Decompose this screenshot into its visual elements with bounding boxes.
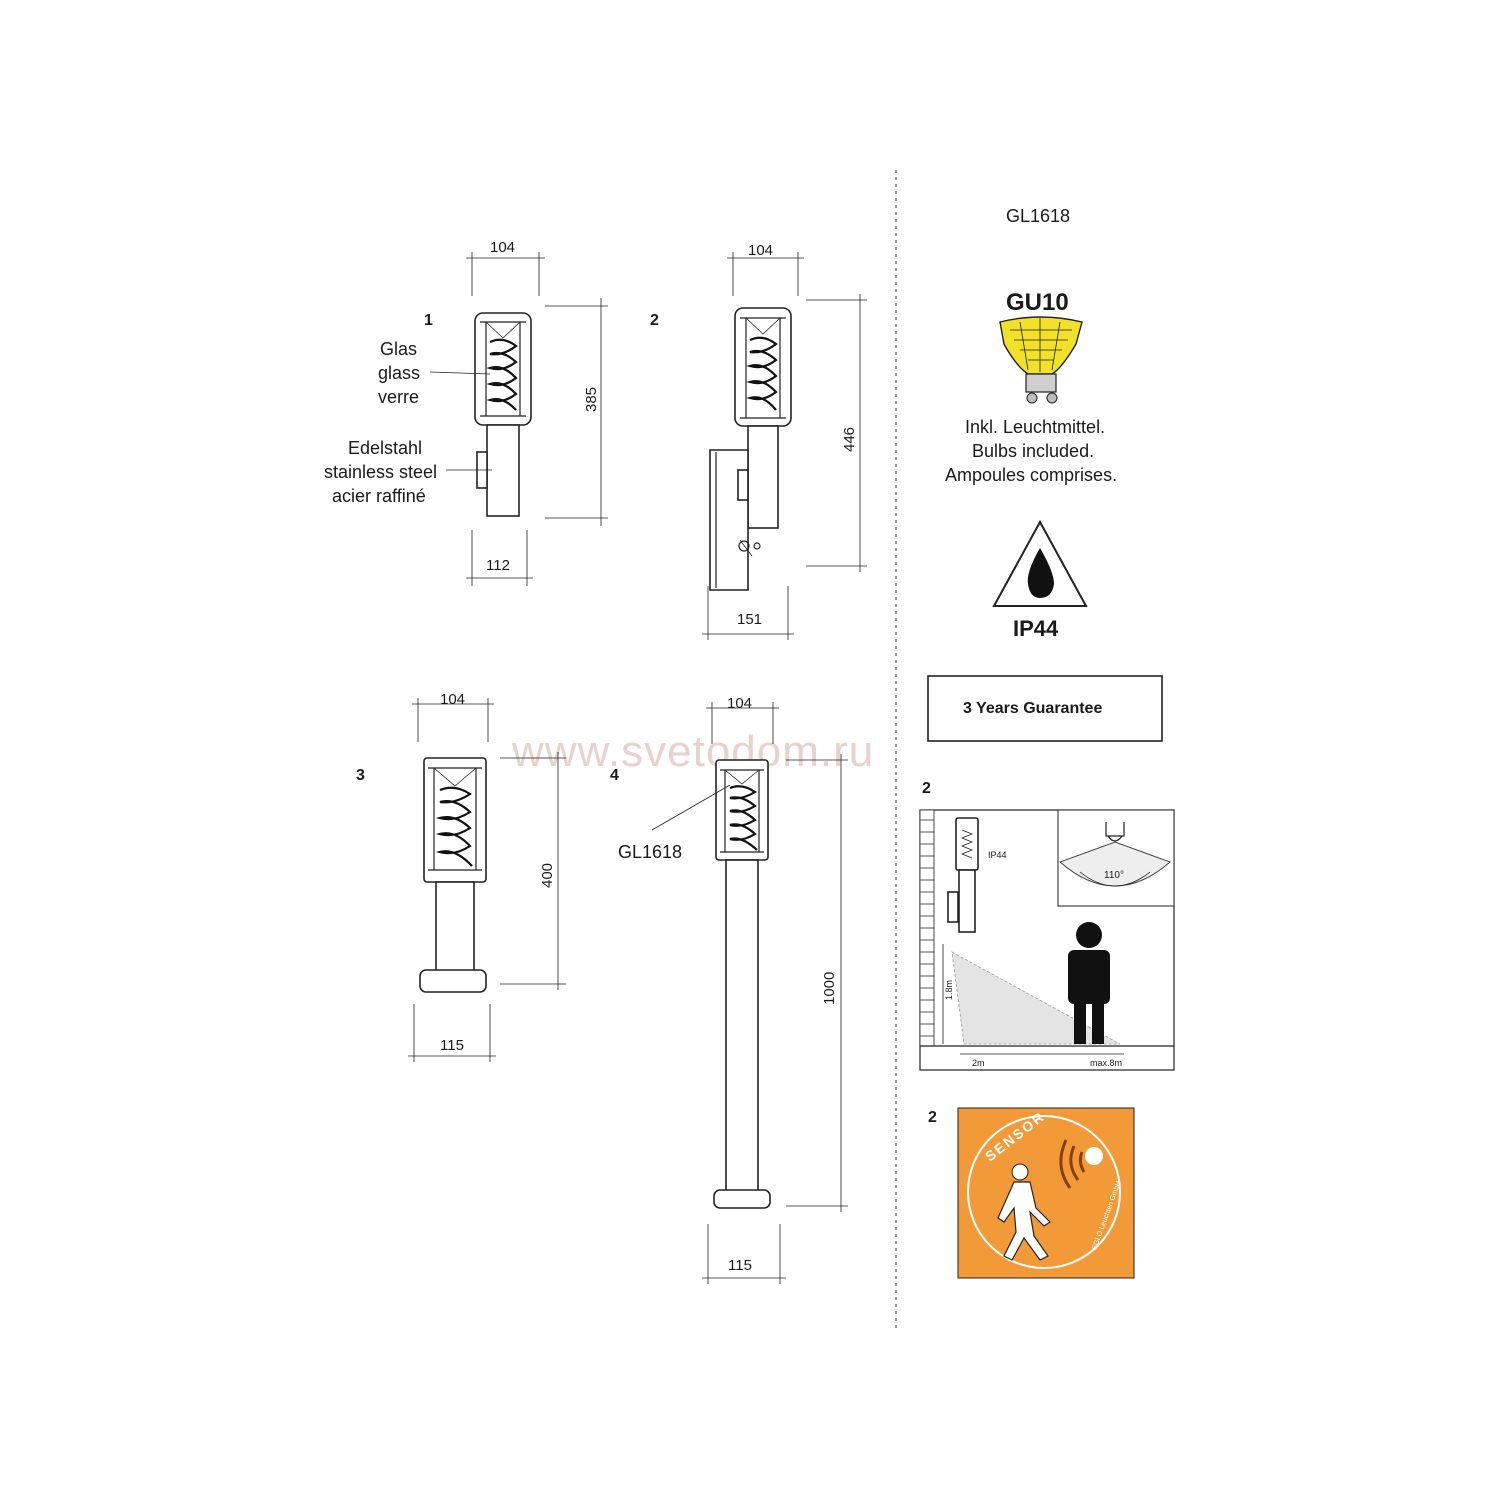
variant-4-bottom-width: 115 [728,1257,752,1274]
motion-waves-icon [1059,1139,1103,1189]
mini-ip-label: IP44 [988,850,1007,860]
variant-4-top-width: 104 [727,695,752,712]
variant-3-height: 400 [539,863,556,888]
variant-2-height: 446 [841,427,858,452]
sensor-badge-number: 2 [928,1109,937,1126]
guarantee-text: 3 Years Guarantee [963,700,1102,717]
variant-3-drawing: 3 104 400 115 [356,691,566,1062]
water-drop-icon [992,519,1088,607]
variant-4-height: 1000 [821,972,838,1005]
bulb-icon [999,316,1083,404]
variant-4-callout: GL1618 [618,842,682,862]
bulbs-included-de: Inkl. Leuchtmittel. [965,417,1105,437]
variant-1-number: 1 [424,312,433,329]
variant-2-top-width: 104 [748,242,773,259]
steel-label-en: stainless steel [324,462,437,482]
watermark: www.svetodom.ru [511,727,874,776]
sensor-badge: SENSOR EGLO Leuchten GmbH [957,1107,1135,1279]
variant-4-number: 4 [610,767,619,784]
sensor-diagram: IP44 1.8m 110° 2m max.8m [919,809,1175,1071]
steel-label-fr: acier raffiné [332,486,426,506]
near-distance: 2m [972,1058,985,1068]
standing-person-icon [1068,922,1110,1044]
sensor-angle: 110° [1104,870,1124,881]
bulbs-included-en: Bulbs included. [972,441,1094,461]
bulb-type: GU10 [1006,289,1069,316]
variant-2-number: 2 [650,312,659,329]
glass-label-fr: verre [378,387,419,407]
variant-1-height: 385 [583,387,600,412]
glass-label-de: Glas [380,339,417,359]
variant-1-drawing: 1 104 385 112 Glas glass verre Edelstahl [324,239,608,586]
glass-label-en: glass [378,363,420,383]
variant-4-drawing: 4 104 GL1618 1000 115 [610,695,848,1284]
walking-person-icon [997,1163,1051,1261]
variant-1-bottom-width: 112 [486,557,510,574]
model-code: GL1618 [1006,206,1070,226]
max-distance: max.8m [1090,1058,1122,1068]
variant-2-bottom-width: 151 [737,611,762,628]
bulbs-included-fr: Ampoules comprises. [945,465,1117,485]
guarantee-box [927,675,1163,742]
variant-1-top-width: 104 [490,239,515,256]
mount-height: 1.8m [944,980,954,1000]
variant-3-top-width: 104 [440,691,465,708]
variant-3-bottom-width: 115 [440,1037,464,1054]
variant-2-drawing: 2 104 446 151 [650,242,867,640]
sensor-diagram-number: 2 [922,780,931,797]
steel-label-de: Edelstahl [348,438,422,458]
ip-rating: IP44 [1013,616,1059,641]
variant-3-number: 3 [356,767,365,784]
